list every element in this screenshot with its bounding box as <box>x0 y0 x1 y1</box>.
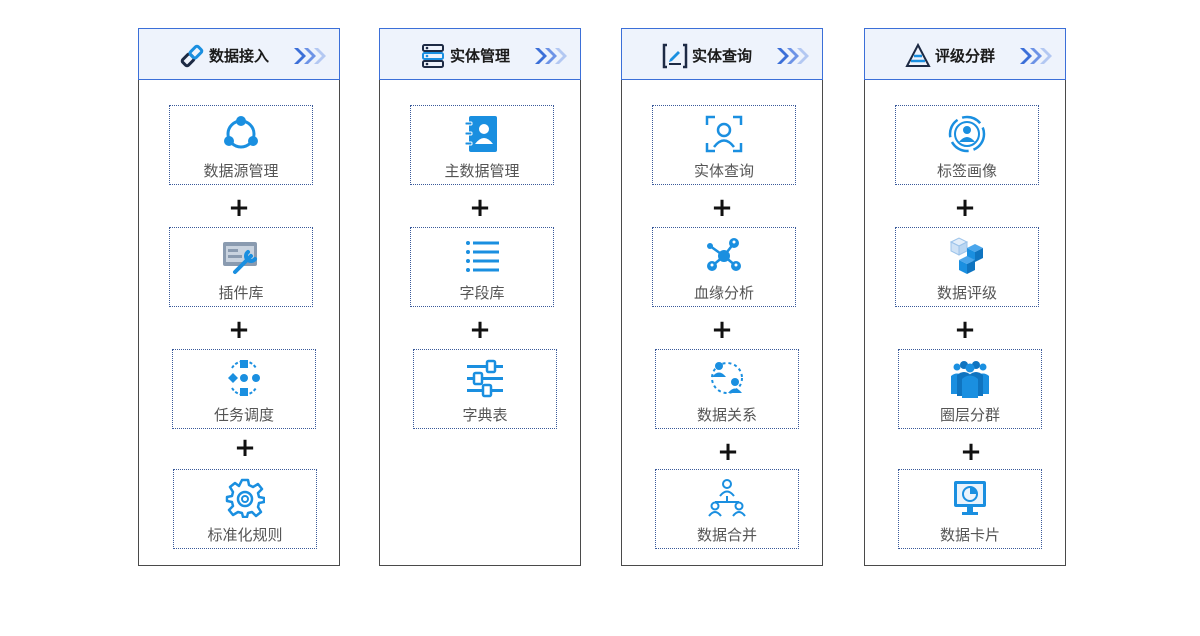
face-scan-icon <box>705 115 743 153</box>
card-tag-profile[interactable]: 标签画像 <box>895 105 1039 185</box>
plus-sign: + <box>711 193 733 223</box>
card-label: 数据关系 <box>696 406 757 424</box>
contact-book-icon <box>464 116 497 152</box>
card-label: 字段库 <box>459 284 505 302</box>
plus-sign: + <box>469 193 491 223</box>
column-title: 实体查询 <box>692 47 753 65</box>
edit-document-icon <box>662 43 688 69</box>
server-icon <box>422 44 444 68</box>
card-label: 主数据管理 <box>444 162 520 180</box>
column-header: 实体管理 <box>379 28 581 80</box>
card-master-data-management[interactable]: 主数据管理 <box>410 105 554 185</box>
card-label: 任务调度 <box>213 406 274 424</box>
column-header: 评级分群 <box>864 28 1066 80</box>
column-entity-query: 实体查询 实体查询 + 血缘分析 + <box>621 28 823 566</box>
plus-sign: + <box>954 193 976 223</box>
plus-sign: + <box>234 433 256 463</box>
card-label: 实体查询 <box>693 162 754 180</box>
sliders-icon <box>467 359 503 398</box>
column-title: 评级分群 <box>935 47 996 65</box>
card-label: 数据卡片 <box>939 526 1000 544</box>
card-data-merge[interactable]: 数据合并 <box>655 469 799 549</box>
card-field-library[interactable]: 字段库 <box>410 227 554 307</box>
plus-sign: + <box>960 437 982 467</box>
list-icon <box>466 241 499 272</box>
gear-icon <box>225 478 265 518</box>
people-relation-icon <box>711 362 743 394</box>
chevrons-right-icon <box>294 48 326 64</box>
column-header: 数据接入 <box>138 28 340 80</box>
card-label: 数据评级 <box>936 284 997 302</box>
plus-sign: + <box>228 315 250 345</box>
card-lineage-analysis[interactable]: 血缘分析 <box>652 227 796 307</box>
share-network-icon <box>224 116 258 149</box>
plus-sign: + <box>717 437 739 467</box>
card-label: 标签画像 <box>936 162 997 180</box>
card-label: 数据合并 <box>696 526 757 544</box>
card-data-rating[interactable]: 数据评级 <box>895 227 1039 307</box>
card-standardization-rules[interactable]: 标准化规则 <box>173 469 317 549</box>
pie-monitor-icon <box>954 481 986 515</box>
column-data-access: 数据接入 数据源管理 + 插件库 + <box>138 28 340 566</box>
card-dictionary-table[interactable]: 字典表 <box>413 349 557 429</box>
plus-sign: + <box>711 315 733 345</box>
column-title: 实体管理 <box>450 47 511 65</box>
card-entity-query[interactable]: 实体查询 <box>652 105 796 185</box>
column-header: 实体查询 <box>621 28 823 80</box>
card-label: 圈层分群 <box>939 406 1000 424</box>
card-data-relationship[interactable]: 数据关系 <box>655 349 799 429</box>
chevrons-right-icon <box>1020 48 1052 64</box>
link-icon <box>180 44 204 68</box>
cubes-icon <box>949 237 983 274</box>
plus-sign: + <box>954 315 976 345</box>
card-label: 数据源管理 <box>203 162 279 180</box>
pyramid-icon <box>905 43 931 67</box>
people-network-icon <box>707 238 741 271</box>
plus-sign: + <box>228 193 250 223</box>
card-label: 字典表 <box>462 406 508 424</box>
card-task-scheduling[interactable]: 任务调度 <box>172 349 316 429</box>
card-plugin-library[interactable]: 插件库 <box>169 227 313 307</box>
card-label: 血缘分析 <box>693 284 754 302</box>
workflow-icon <box>228 360 260 396</box>
group-icon <box>951 361 989 398</box>
chevrons-right-icon <box>535 48 567 64</box>
card-circle-segmentation[interactable]: 圈层分群 <box>898 349 1042 429</box>
column-title: 数据接入 <box>209 47 270 65</box>
chevrons-right-icon <box>777 48 809 64</box>
user-circle-icon <box>948 115 986 153</box>
card-data-card[interactable]: 数据卡片 <box>898 469 1042 549</box>
people-merge-icon <box>708 479 746 517</box>
wrench-panel-icon <box>223 242 257 274</box>
column-entity-management: 实体管理 主数据管理 + 字段库 + <box>379 28 581 566</box>
card-label: 标准化规则 <box>207 526 283 544</box>
card-label: 插件库 <box>218 284 264 302</box>
column-rating-segmentation: 评级分群 标签画像 + 数据评级 + <box>864 28 1066 566</box>
card-data-source-management[interactable]: 数据源管理 <box>169 105 313 185</box>
plus-sign: + <box>469 315 491 345</box>
